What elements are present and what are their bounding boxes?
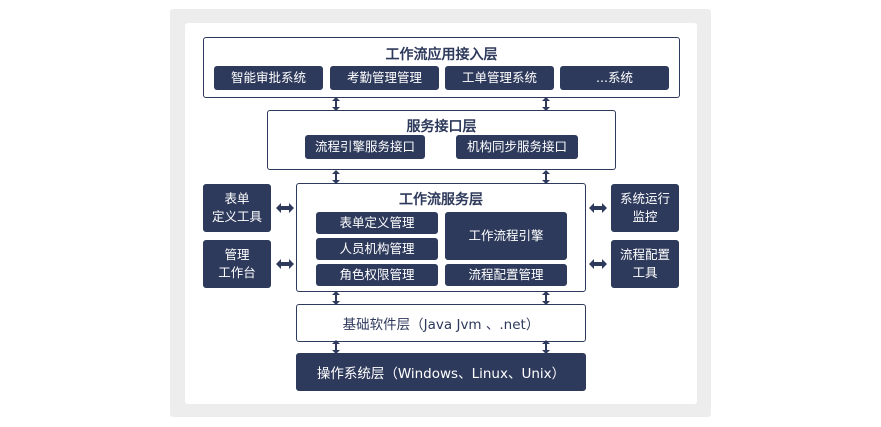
left-tool-admin-workbench: 管理 工作台 — [203, 240, 271, 288]
right-tool-system-monitor: 系统运行 监控 — [611, 184, 679, 232]
workflow-item-role-permission: 角色权限管理 — [316, 264, 438, 286]
workflow-item-personnel-org: 人员机构管理 — [316, 238, 438, 260]
os-layer: 操作系统层（Windows、Linux、Unix） — [296, 353, 586, 391]
left-tool-form-designer: 表单 定义工具 — [203, 184, 271, 232]
horizontal-arrow — [276, 203, 294, 213]
os-layer-title: 操作系统层（Windows、Linux、Unix） — [316, 366, 566, 382]
vertical-arrow — [332, 340, 340, 354]
vertical-arrow — [332, 170, 340, 184]
vertical-arrow — [542, 340, 550, 354]
vertical-arrow — [332, 97, 340, 111]
service-item-engine-api: 流程引擎服务接口 — [305, 135, 425, 159]
workflow-service-layer-title: 工作流服务层 — [399, 192, 483, 208]
vertical-arrow — [542, 170, 550, 184]
vertical-arrow — [542, 97, 550, 111]
horizontal-arrow — [589, 259, 607, 269]
base-software-layer-title: 基础软件层（Java Jvm 、.net） — [342, 317, 540, 333]
app-item-approval: 智能审批系统 — [214, 66, 323, 90]
vertical-arrow — [332, 291, 340, 305]
app-item-attendance: 考勤管理管理 — [330, 66, 439, 90]
horizontal-arrow — [589, 203, 607, 213]
right-tool-process-config: 流程配置 工具 — [611, 240, 679, 288]
horizontal-arrow — [276, 259, 294, 269]
base-software-layer: 基础软件层（Java Jvm 、.net） — [296, 304, 586, 342]
service-item-org-sync-api: 机构同步服务接口 — [456, 135, 578, 159]
workflow-item-engine: 工作流程引擎 — [445, 212, 567, 260]
vertical-arrow — [542, 291, 550, 305]
app-access-layer-title: 工作流应用接入层 — [385, 47, 498, 63]
app-item-other: ...系统 — [560, 66, 669, 90]
app-item-ticket: 工单管理系统 — [445, 66, 554, 90]
service-interface-layer-title: 服务接口层 — [406, 119, 477, 135]
workflow-item-form-def: 表单定义管理 — [316, 212, 438, 234]
workflow-item-process-config: 流程配置管理 — [445, 264, 567, 286]
